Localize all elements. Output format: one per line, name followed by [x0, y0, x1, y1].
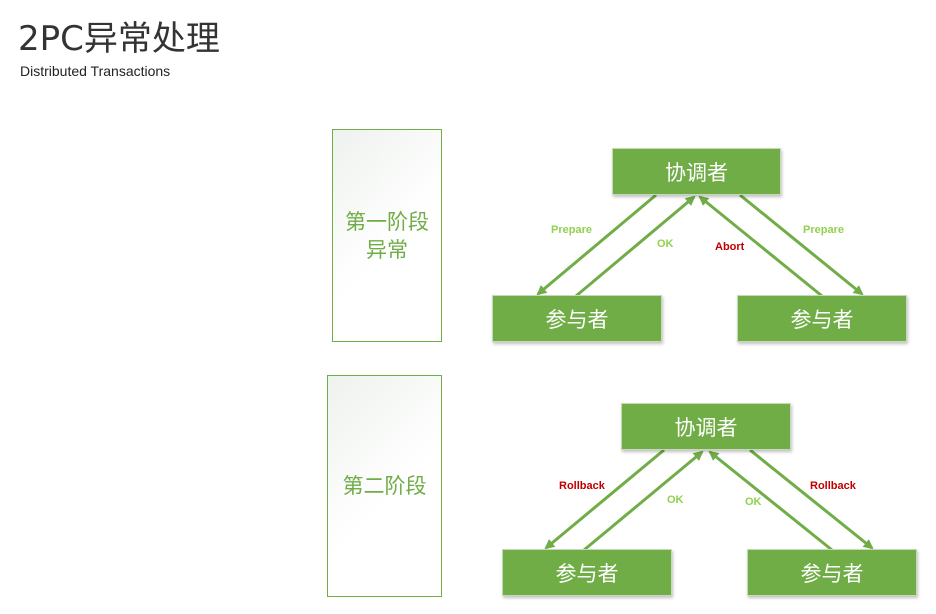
phase2-rollback-right-arrow: [749, 448, 874, 550]
phase1-participant-right-node: 参与者: [737, 295, 907, 342]
phase1-coordinator-node: 协调者: [612, 148, 781, 195]
phase1-prepare-left-arrow: [536, 193, 657, 296]
phase1-abort-right-arrow: [698, 195, 823, 298]
phase1-label-box: 第一阶段 异常: [332, 129, 442, 342]
page-subtitle: Distributed Transactions: [20, 63, 171, 79]
phase2-rollback-left-label: Rollback: [559, 480, 605, 492]
phase2-ok-right-arrow: [708, 450, 833, 552]
phase2-ok-left-label: OK: [667, 494, 684, 506]
phase2-coordinator-node: 协调者: [621, 403, 791, 450]
phase1-prepare-right-arrow: [739, 193, 864, 296]
phase2-ok-right-label: OK: [745, 496, 762, 508]
phase2-label-box: 第二阶段: [327, 375, 442, 597]
phase1-prepare-right-label: Prepare: [803, 224, 844, 236]
phase2-rollback-right-label: Rollback: [810, 480, 856, 492]
phase1-ok-left-arrow: [575, 195, 696, 298]
page-title: 2PC异常处理: [18, 19, 220, 59]
phase2-participant-right-node: 参与者: [747, 549, 917, 596]
phase1-abort-label: Abort: [715, 241, 745, 253]
phase1-prepare-left-label: Prepare: [551, 224, 592, 236]
phase1-participant-left-node: 参与者: [492, 295, 662, 342]
phase2-ok-left-arrow: [583, 450, 704, 552]
phase2-rollback-left-arrow: [544, 448, 665, 550]
phase2-participant-left-node: 参与者: [502, 549, 672, 596]
phase1-ok-left-label: OK: [657, 238, 674, 250]
